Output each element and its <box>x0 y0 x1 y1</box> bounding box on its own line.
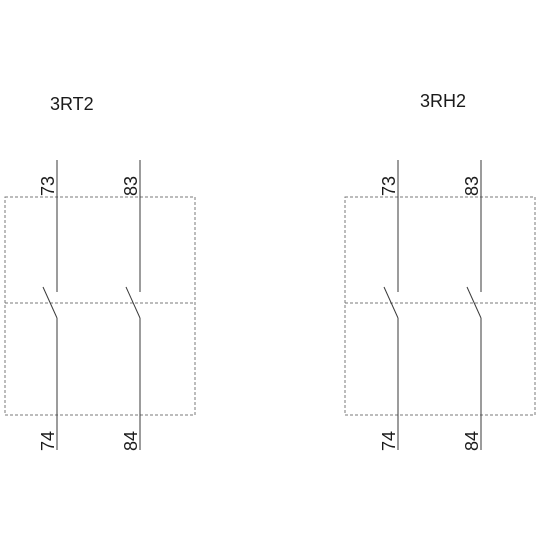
contact-blade <box>466 286 482 319</box>
contact-73-74: 73 74 <box>379 160 399 451</box>
contact-block-3rh2: 3RH2 73 74 83 84 <box>344 91 536 451</box>
contact-83-84: 83 84 <box>121 160 141 451</box>
block-title: 3RT2 <box>50 94 94 114</box>
housing-dashed-outline <box>4 196 196 416</box>
block-title: 3RH2 <box>420 91 466 111</box>
terminal-label-bottom: 84 <box>121 431 141 451</box>
terminal-label-bottom: 84 <box>462 431 482 451</box>
contact-blade <box>125 286 141 319</box>
housing-dashed-outline <box>344 196 536 416</box>
terminal-label-top: 83 <box>121 176 141 196</box>
contact-73-74: 73 74 <box>38 160 58 451</box>
terminal-label-top: 73 <box>38 176 58 196</box>
terminal-label-top: 73 <box>379 176 399 196</box>
contact-block-3rt2: 3RT2 73 74 83 84 <box>4 94 196 451</box>
contact-blade <box>383 286 399 319</box>
terminal-label-bottom: 74 <box>379 431 399 451</box>
terminal-label-top: 83 <box>462 176 482 196</box>
terminal-label-bottom: 74 <box>38 431 58 451</box>
contact-83-84: 83 84 <box>462 160 482 451</box>
contact-blade <box>42 286 58 319</box>
